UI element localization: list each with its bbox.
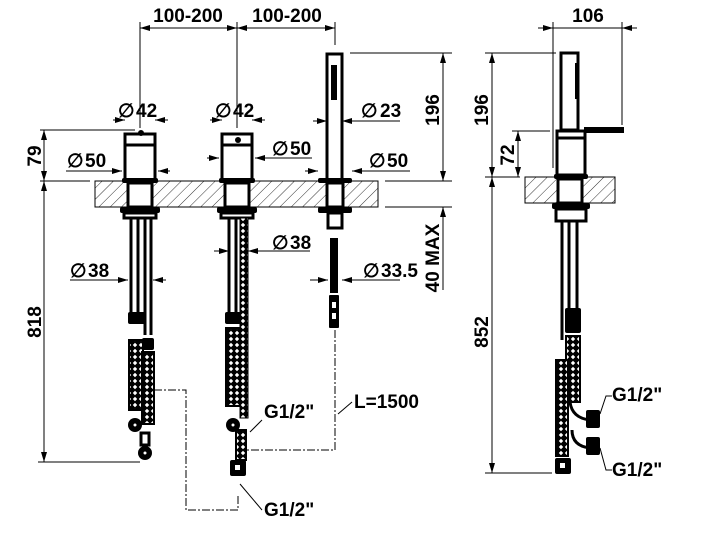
hose-length-label: L=1500: [354, 392, 419, 413]
side-thread-upper-label: G1/2": [612, 385, 662, 406]
diameter-symbol: ∅: [272, 139, 289, 160]
front-view: 100-200 100-200 ∅ 42 ∅ 42 ∅ 23 ∅ 50 ∅ 50…: [25, 6, 452, 521]
flange-shower-diameter-label: 50: [387, 151, 408, 172]
side-dimensions: [485, 22, 637, 474]
front-dimensions: [38, 22, 452, 511]
shower-pipe-diameter-label: 33.5: [381, 261, 418, 282]
flange-left-diameter-label: 50: [85, 151, 106, 172]
side-view: 106 196 72 852 G1/2" G1/2": [472, 6, 662, 481]
diameter-symbol: ∅: [363, 261, 380, 282]
side-valve-height-label: 72: [498, 144, 519, 165]
diameter-symbol: ∅: [215, 101, 232, 122]
diameter-symbol: ∅: [272, 233, 289, 254]
hose-side-b: [555, 359, 569, 457]
diameter-symbol: ∅: [70, 261, 87, 282]
below-deck-length-label: 818: [25, 306, 46, 338]
shower-diameter-label: 23: [380, 101, 401, 122]
hose-left-a: [128, 339, 144, 411]
valve-mid-diameter-label: 42: [233, 101, 254, 122]
diameter-symbol: ∅: [67, 151, 84, 172]
shower-height-label: 196: [423, 94, 444, 126]
valve-height-label: 79: [25, 145, 46, 166]
left-valve: [120, 130, 160, 460]
side-shower-height-label: 196: [472, 94, 493, 126]
hose-middle-shower: [239, 217, 249, 419]
side-depth-label: 106: [572, 6, 604, 27]
spacing-right-label: 100-200: [252, 6, 322, 27]
diameter-symbol: ∅: [369, 151, 386, 172]
side-below-deck-length-label: 852: [472, 316, 493, 348]
pipe-left-diameter-label: 38: [88, 261, 109, 282]
pipe-mid-diameter-label: 38: [290, 233, 311, 254]
hand-shower: [318, 52, 352, 328]
diameter-symbol: ∅: [118, 101, 135, 122]
spacing-left-label: 100-200: [153, 6, 223, 27]
thread-mid-upper-label: G1/2": [264, 402, 314, 423]
thread-mid-lower-label: G1/2": [264, 500, 314, 521]
side-thread-lower-label: G1/2": [612, 460, 662, 481]
deck-thickness-label: 40 MAX: [423, 223, 444, 292]
middle-valve: [217, 132, 257, 476]
hose-middle: [225, 327, 241, 407]
valve-left-diameter-label: 42: [136, 101, 157, 122]
flange-mid-diameter-label: 50: [290, 139, 311, 160]
diameter-symbol: ∅: [361, 101, 378, 122]
hose-left-b: [141, 351, 155, 425]
